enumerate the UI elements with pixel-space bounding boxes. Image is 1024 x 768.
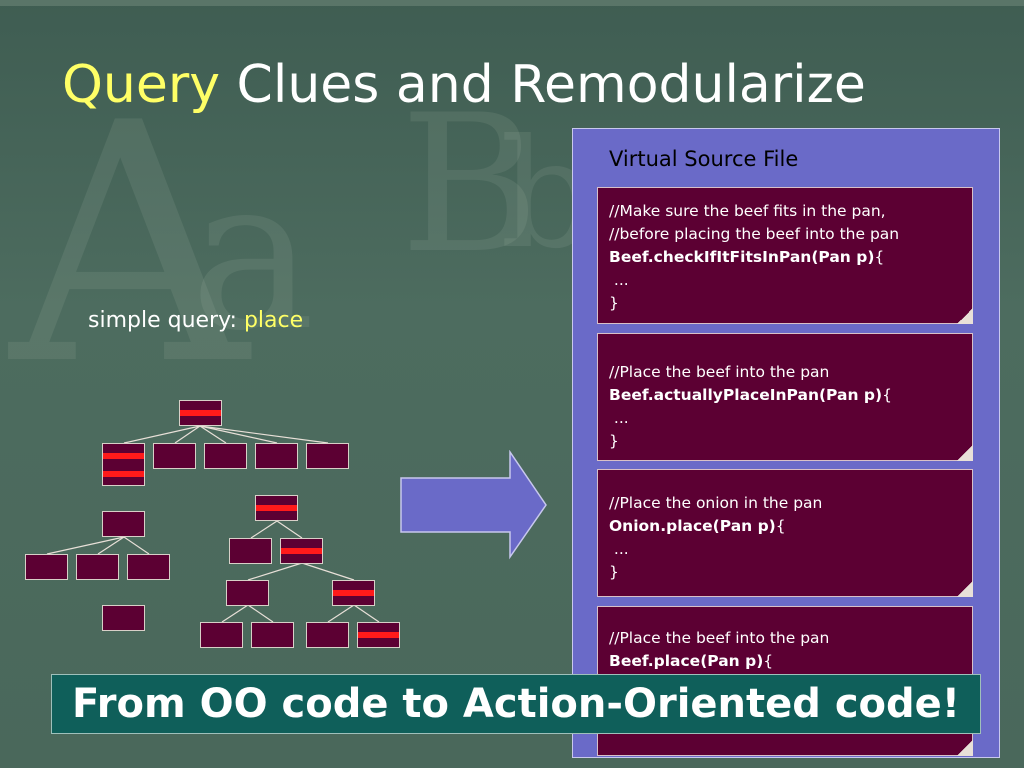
open-brace: {: [775, 517, 786, 535]
code-line: Beef.checkIfItFitsInPan(Pan p){: [609, 246, 962, 269]
query-label: simple query: place: [88, 308, 303, 333]
tree-node-matched: [357, 622, 400, 648]
code-line: ...: [609, 409, 629, 427]
slide-title: Query Clues and Remodularize: [62, 55, 866, 115]
code-line: Beef.actuallyPlaceInPan(Pan p){: [609, 384, 962, 407]
tree-node: [204, 443, 247, 469]
open-brace: {: [882, 386, 892, 404]
tree-node-matched: [280, 538, 323, 564]
method-signature: Beef.actuallyPlaceInPan(Pan p): [609, 386, 883, 404]
code-line: //Place the onion in the pan: [609, 494, 823, 512]
tree-node: [102, 511, 145, 537]
tree-node: [25, 554, 68, 580]
watermark-letter: A: [10, 53, 249, 437]
tree-node-matched: [332, 580, 375, 606]
tree-node: [306, 622, 349, 648]
code-line: }: [609, 563, 619, 581]
code-line: Onion.place(Pan p){: [609, 515, 962, 538]
query-term: place: [243, 308, 304, 333]
method-signature: Beef.checkIfItFitsInPan(Pan p): [609, 248, 875, 266]
tree-node: [76, 554, 119, 580]
method-signature: Onion.place(Pan p): [609, 517, 776, 535]
method-signature: Beef.place(Pan p): [609, 652, 764, 670]
tree-node: [226, 580, 269, 606]
open-brace: {: [763, 652, 774, 670]
query-prefix: simple query:: [88, 308, 244, 333]
tree-node: [127, 554, 170, 580]
tree-node: [102, 605, 145, 631]
watermark-letter: a: [190, 132, 316, 377]
code-block: //Place the onion in the pan Onion.place…: [597, 469, 973, 597]
open-brace: {: [874, 248, 885, 266]
code-block: //Make sure the beef fits in the pan, //…: [597, 187, 973, 324]
code-block: //Place the beef into the pan Beef.actua…: [597, 333, 973, 461]
title-rest: Clues and Remodularize: [220, 55, 866, 115]
title-highlight: Query: [62, 55, 221, 115]
tree-node-matched: [102, 443, 145, 486]
tree-node: [229, 538, 272, 564]
slide-frame: [0, 0, 1024, 6]
code-line: Beef.place(Pan p){: [609, 650, 962, 673]
panel-title: Virtual Source File: [609, 147, 799, 171]
tree-node: [255, 443, 298, 469]
tree-node: [200, 622, 243, 648]
page-fold: [957, 740, 973, 756]
code-line: }: [609, 432, 619, 450]
page-fold: [957, 581, 973, 597]
tree-node: [153, 443, 196, 469]
banner: From OO code to Action-Oriented code!: [51, 674, 981, 734]
virtual-source-file-panel: Virtual Source File //Make sure the beef…: [572, 128, 1000, 758]
watermark-letter: B: [400, 74, 540, 295]
tree-node: [251, 622, 294, 648]
tree-node-matched: [255, 495, 298, 521]
code-line: //Place the beef into the pan: [609, 629, 830, 647]
page-fold: [957, 308, 973, 324]
page-fold: [957, 445, 973, 461]
right-arrow-icon: [400, 450, 547, 560]
code-line: }: [609, 294, 619, 312]
code-line: //before placing the beef into the pan: [609, 225, 900, 243]
tree-node-matched: [179, 400, 222, 426]
code-line: //Make sure the beef fits in the pan,: [609, 202, 886, 220]
code-line: ...: [609, 271, 629, 289]
tree-node: [306, 443, 349, 469]
code-line: ...: [609, 540, 629, 558]
code-line: //Place the beef into the pan: [609, 363, 830, 381]
